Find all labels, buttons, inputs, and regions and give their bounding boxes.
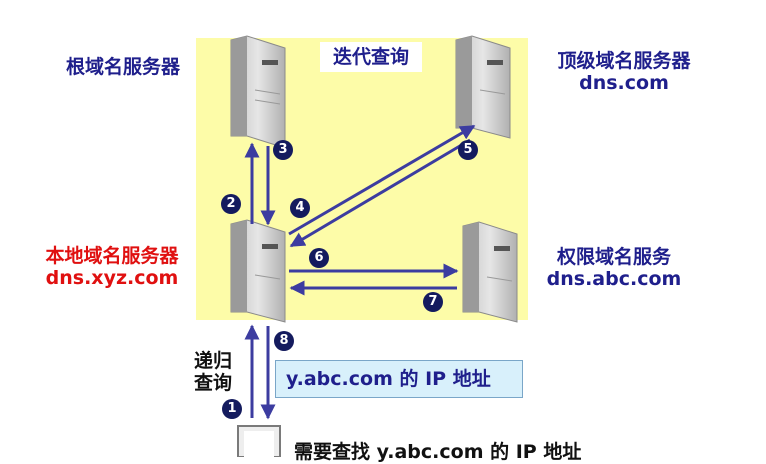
arrow-step4 <box>288 124 476 236</box>
laptop-icon <box>237 425 281 457</box>
local-server-domain: dns.xyz.com <box>45 267 179 289</box>
auth-server-domain: dns.abc.com <box>546 268 682 290</box>
tld-server-name: 顶级域名服务器 <box>557 50 691 72</box>
auth-server-name: 权限域名服务 <box>556 246 671 268</box>
ip-result-box: y.abc.com 的 IP 地址 <box>275 360 523 398</box>
root-server-label: 根域名服务器 <box>66 56 181 78</box>
step-badge-4: 4 <box>290 198 310 218</box>
auth-server-label: 权限域名服务 dns.abc.com <box>545 246 683 290</box>
step-badge-5: 5 <box>458 140 478 160</box>
recursive-line2: 查询 <box>194 372 233 394</box>
local-server-name: 本地域名服务器 <box>45 245 179 267</box>
step-badge-8: 8 <box>274 331 294 351</box>
root-server-icon <box>230 35 286 149</box>
recursive-query-label: 递归 查询 <box>194 350 232 394</box>
auth-server-icon <box>462 221 518 323</box>
arrow-step5 <box>289 138 471 248</box>
step-badge-1: 1 <box>222 399 242 419</box>
step-badge-7: 7 <box>423 292 443 312</box>
step-badge-3: 3 <box>273 140 293 160</box>
tld-server-domain: dns.com <box>579 72 669 94</box>
local-server-icon <box>230 219 286 323</box>
tld-server-label: 顶级域名服务器 dns.com <box>545 50 703 94</box>
step-badge-2: 2 <box>221 194 241 214</box>
local-server-label: 本地域名服务器 dns.xyz.com <box>30 245 194 289</box>
recursive-line1: 递归 <box>194 350 233 372</box>
host-query-text: 需要查找 y.abc.com 的 IP 地址 <box>294 441 582 463</box>
step-badge-6: 6 <box>309 248 329 268</box>
panel-title: 迭代查询 <box>320 42 422 72</box>
tld-server-icon <box>455 35 511 139</box>
